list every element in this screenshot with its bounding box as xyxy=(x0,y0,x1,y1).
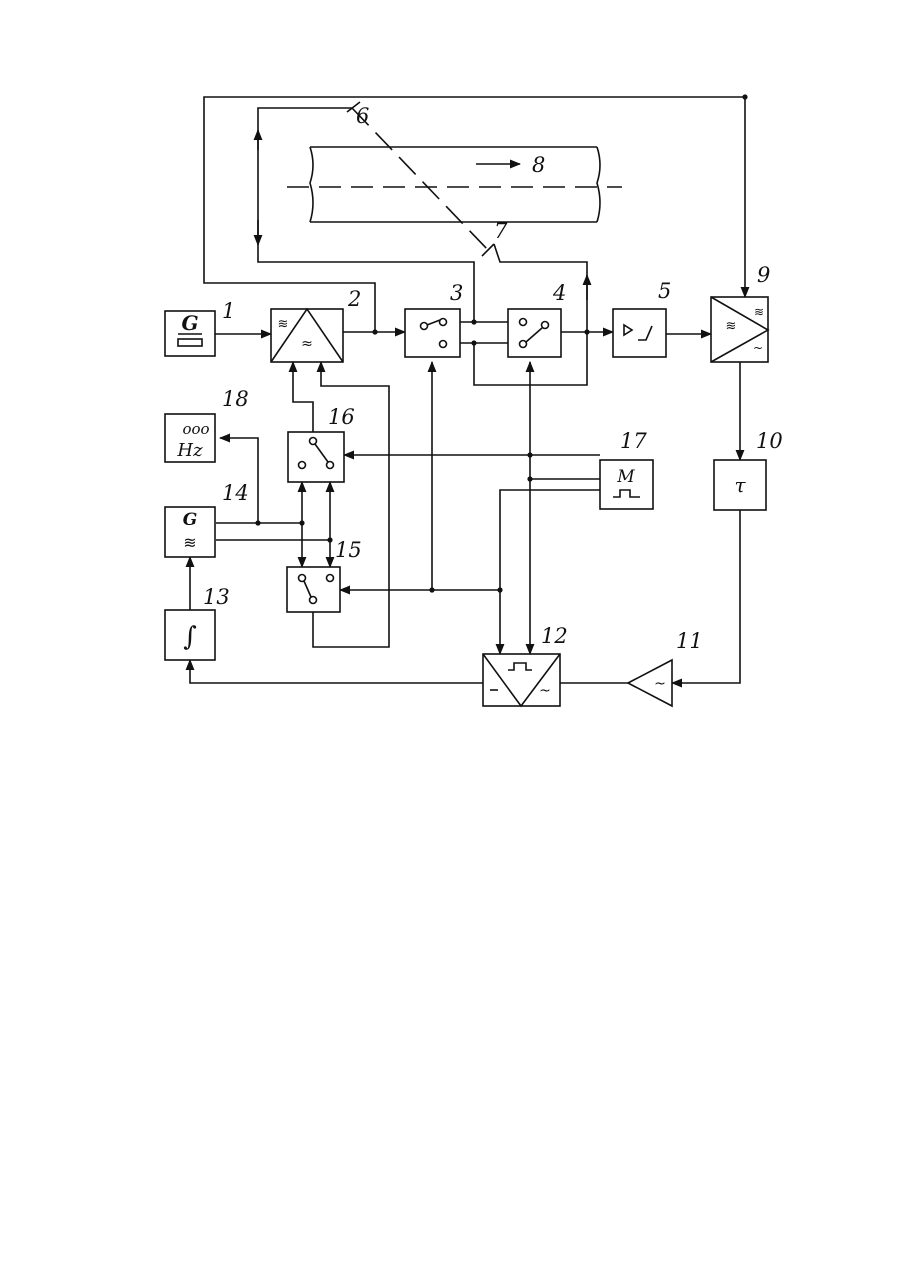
label-2: 2 xyxy=(347,287,361,311)
label-13: 13 xyxy=(203,585,230,609)
label-6: 6 xyxy=(356,104,369,128)
svg-text:≋: ≋ xyxy=(754,305,764,319)
label-18: 18 xyxy=(222,387,249,411)
wires xyxy=(190,97,745,683)
label-11: 11 xyxy=(676,629,703,653)
sweep-generator-block-14: G ≋ xyxy=(165,507,215,557)
label-15: 15 xyxy=(335,538,362,562)
svg-text:∫: ∫ xyxy=(183,622,197,652)
label-4: 4 xyxy=(552,281,566,305)
svg-text:≋: ≋ xyxy=(183,533,196,552)
switch-block-3 xyxy=(405,309,460,357)
amplifier-block-11: ~ xyxy=(628,660,672,706)
mixer-block-9: ≋ ≋ ~ xyxy=(711,297,768,362)
modulator-symbol: M xyxy=(616,467,635,487)
generator-block-1: G xyxy=(165,311,215,356)
delay-block-10: τ xyxy=(714,460,766,510)
label-8: 8 xyxy=(532,153,545,177)
label-9: 9 xyxy=(757,263,770,287)
pipe xyxy=(287,102,622,256)
label-16: 16 xyxy=(328,405,355,429)
label-5: 5 xyxy=(658,279,671,303)
label-17: 17 xyxy=(620,429,647,453)
meter-digits: ooo xyxy=(182,420,209,438)
modulator-block-17: M xyxy=(600,460,653,509)
amplifier-block-5 xyxy=(613,309,666,357)
integrator-block-13: ∫ xyxy=(165,610,215,660)
switch-block-15 xyxy=(287,567,340,612)
label-1: 1 xyxy=(222,299,235,323)
svg-text:~: ~ xyxy=(753,341,763,355)
label-10: 10 xyxy=(756,429,783,453)
switch-block-16 xyxy=(288,432,344,482)
modulator-block-2: ≋ ≈ xyxy=(271,309,343,362)
label-3: 3 xyxy=(450,281,463,305)
svg-text:~: ~ xyxy=(654,676,666,692)
label-7: 7 xyxy=(494,219,508,243)
label-14: 14 xyxy=(222,481,249,505)
phase-detector-block-12: ~ xyxy=(483,654,560,706)
switch-block-4 xyxy=(508,309,561,357)
generator-symbol: G xyxy=(181,311,198,335)
frequency-meter-block-18: ooo Hz xyxy=(165,414,215,462)
label-12: 12 xyxy=(541,624,568,648)
svg-text:~: ~ xyxy=(539,683,551,699)
svg-text:≈: ≈ xyxy=(301,336,313,352)
svg-text:≋: ≋ xyxy=(278,317,289,332)
delay-symbol: τ xyxy=(734,473,746,497)
svg-text:≋: ≋ xyxy=(726,319,737,334)
meter-unit: Hz xyxy=(176,440,203,461)
sweep-generator-symbol: G xyxy=(183,510,198,530)
